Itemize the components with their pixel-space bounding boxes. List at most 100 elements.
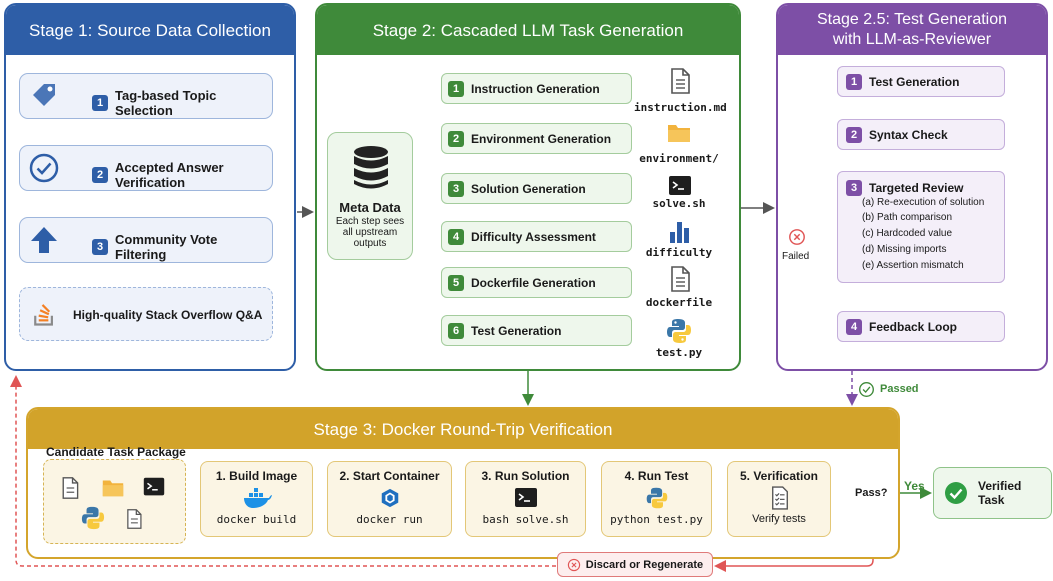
review-item: (b) Path comparison	[862, 212, 953, 223]
meta-title: Meta Data	[339, 200, 401, 215]
check-circle-icon	[859, 382, 874, 397]
s25-step-label: Targeted Review	[869, 181, 964, 195]
s1-step-label: Community Vote Filtering	[115, 232, 218, 262]
file-test: test.py	[655, 346, 703, 359]
stage25-title-line2: with LLM-as-Reviewer	[832, 31, 992, 48]
folder-icon	[102, 480, 124, 497]
s1-step-vote-filtering: 3 Community Vote Filtering	[19, 217, 273, 263]
candidate-package-box	[43, 459, 186, 544]
s2-step-dockerfile: 5 Dockerfile Generation	[441, 267, 632, 298]
s1-step-num: 3	[92, 239, 108, 255]
s2-step-num: 1	[448, 80, 464, 97]
s2-step-num: 3	[448, 180, 464, 197]
check-circle-icon	[945, 482, 967, 504]
s3-step-label: 1. Build Image	[215, 469, 298, 483]
stack-overflow-icon	[34, 304, 53, 326]
decision-label: Pass?	[855, 487, 888, 499]
s2-step-num: 5	[448, 274, 464, 291]
folder-icon	[668, 125, 690, 142]
s3-step-label: 4. Run Test	[624, 469, 689, 483]
s2-step-label: Environment Generation	[471, 131, 612, 146]
stage1-title: Stage 1: Source Data Collection	[6, 5, 294, 55]
meta-subtitle: Each step sees all upstream outputs	[335, 216, 405, 249]
document-icon	[671, 68, 690, 94]
s3-step-command: docker build	[216, 513, 297, 526]
container-icon	[381, 488, 399, 508]
document-icon	[671, 266, 690, 292]
package-label: Candidate Task Package	[46, 445, 186, 459]
s1-step-topic-selection: 1 Tag-based Topic Selection	[19, 73, 273, 119]
s3-step-label: 2. Start Container	[339, 469, 440, 483]
s1-step-label: Accepted Answer Verification	[115, 160, 224, 190]
passed-label: Passed	[880, 383, 919, 395]
s2-step-num: 4	[448, 228, 464, 245]
document-icon	[62, 477, 79, 499]
verified-label: Verified Task	[978, 479, 1022, 507]
s2-step-test: 6 Test Generation	[441, 315, 632, 346]
x-circle-icon	[789, 229, 805, 245]
s2-step-num: 2	[448, 130, 464, 147]
s25-step-feedback-loop: 4 Feedback Loop	[837, 311, 1005, 342]
database-icon	[354, 146, 388, 189]
s1-step-label: Tag-based Topic Selection	[115, 88, 217, 118]
s3-step-build-image: 1. Build Image docker build	[200, 461, 313, 537]
s3-step-verification: 5. Verification Verify tests	[727, 461, 831, 537]
s2-step-instruction: 1 Instruction Generation	[441, 73, 632, 104]
s3-step-command: bash solve.sh	[482, 513, 569, 526]
s2-step-difficulty: 4 Difficulty Assessment	[441, 221, 632, 252]
s3-step-start-container: 2. Start Container docker run	[327, 461, 452, 537]
meta-data-box: Meta Data Each step sees all upstream ou…	[327, 132, 413, 260]
bar-chart-icon	[670, 222, 689, 243]
tag-icon	[33, 84, 55, 106]
terminal-icon	[515, 488, 537, 507]
s3-step-run-solution: 3. Run Solution bash solve.sh	[465, 461, 586, 537]
discard-label: Discard or Regenerate	[585, 558, 704, 571]
s2-step-solution: 3 Solution Generation	[441, 173, 632, 204]
stage25-title: Stage 2.5: Test Generation with LLM-as-R…	[778, 5, 1046, 55]
discard-box: Discard or Regenerate	[557, 552, 713, 577]
s3-step-command: python test.py	[610, 513, 703, 526]
s3-step-command: Verify tests	[752, 513, 806, 525]
x-circle-icon	[567, 558, 580, 571]
failed-label: Failed	[782, 251, 810, 262]
stage2-title: Stage 2: Cascaded LLM Task Generation	[317, 5, 739, 55]
check-circle-icon	[29, 153, 59, 183]
checklist-icon	[772, 486, 788, 510]
s25-step-num: 1	[846, 73, 862, 90]
terminal-icon	[669, 176, 691, 195]
s2-step-label: Dockerfile Generation	[471, 275, 596, 290]
s1-output-label: High-quality Stack Overflow Q&A	[73, 308, 263, 322]
s1-output-box: High-quality Stack Overflow Q&A	[19, 287, 273, 341]
s25-step-label: Test Generation	[869, 74, 960, 89]
file-dockerfile: dockerfile	[645, 296, 713, 309]
s3-step-label: 3. Run Solution	[481, 469, 570, 483]
python-icon	[667, 319, 691, 343]
s1-step-answer-verification: 2 Accepted Answer Verification	[19, 145, 273, 191]
s3-step-run-test: 4. Run Test python test.py	[601, 461, 712, 537]
python-icon	[646, 487, 668, 509]
file-solve: solve.sh	[652, 197, 706, 210]
s25-step-test-generation: 1 Test Generation	[837, 66, 1005, 97]
stage3-title: Stage 3: Docker Round-Trip Verification	[28, 409, 898, 449]
file-instruction: instruction.md	[634, 101, 727, 114]
s2-step-label: Instruction Generation	[471, 81, 600, 96]
up-arrow-icon	[31, 227, 57, 253]
regenerate-path	[10, 375, 556, 567]
docker-icon	[244, 488, 272, 508]
file-difficulty: difficulty	[645, 246, 713, 259]
s25-step-targeted-review: 3 Targeted Review (a) Re-execution of so…	[837, 171, 1005, 283]
s25-step-label: Syntax Check	[869, 127, 948, 142]
review-item: (e) Assertion mismatch	[862, 260, 964, 271]
failed-marker: Failed	[782, 228, 812, 272]
s25-step-num: 3	[846, 180, 862, 196]
s3-step-command: docker run	[356, 513, 423, 526]
review-item: (a) Re-execution of solution	[862, 197, 985, 208]
s25-step-num: 2	[846, 126, 862, 143]
s2-step-num: 6	[448, 322, 464, 339]
s2-step-label: Solution Generation	[471, 181, 586, 196]
python-icon	[81, 506, 105, 530]
s1-step-num: 2	[92, 167, 108, 183]
s2-step-label: Difficulty Assessment	[471, 229, 596, 244]
s25-step-syntax-check: 2 Syntax Check	[837, 119, 1005, 150]
s1-step-num: 1	[92, 95, 108, 111]
